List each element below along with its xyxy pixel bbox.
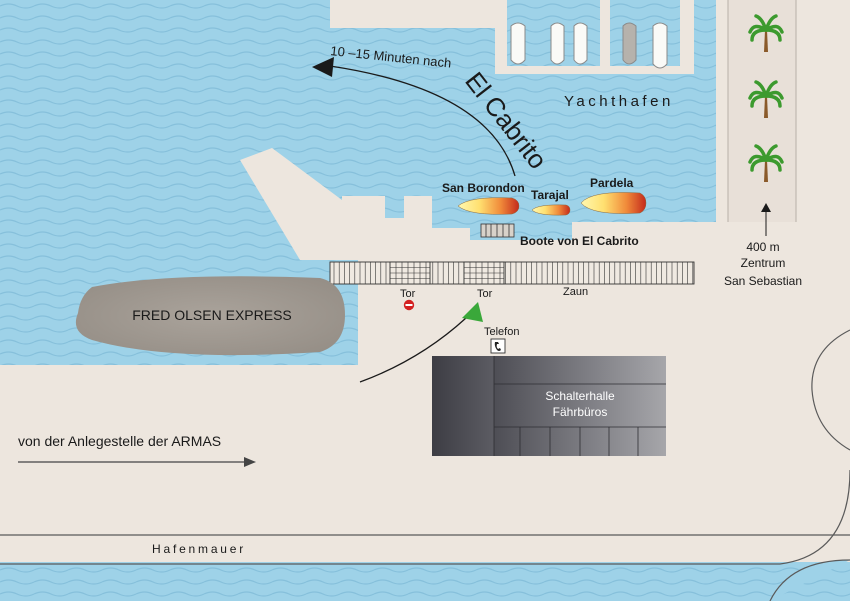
entrance-path <box>359 317 467 383</box>
armas-label: von der Anlegestelle der ARMAS <box>18 433 221 449</box>
ferry-fred-olsen[interactable] <box>75 276 345 356</box>
palm-tree-icon <box>748 144 784 182</box>
outer-water <box>0 565 850 601</box>
telephone-icon[interactable] <box>490 338 506 354</box>
gate-left[interactable] <box>389 261 431 285</box>
palm-tree-icon <box>748 80 784 118</box>
boat-tarajal <box>531 204 571 216</box>
center-label-line2: San Sebastian <box>724 274 802 288</box>
boat-san-borondon-label: San Borondon <box>442 181 525 195</box>
marina-piers <box>495 0 694 74</box>
no-entry-icon <box>403 299 415 311</box>
ticket-hall[interactable] <box>432 356 666 456</box>
boats-caption: Boote von El Cabrito <box>520 234 639 248</box>
boat-san-borondon <box>457 197 520 215</box>
gate-right-label: Tor <box>477 288 493 300</box>
road-strip <box>728 0 796 222</box>
route-arrowhead <box>312 57 334 77</box>
gate-right[interactable] <box>463 261 505 285</box>
center-direction-arrowhead <box>761 203 771 212</box>
fence <box>329 261 695 285</box>
phone-label: Telefon <box>484 326 519 338</box>
fence-label: Zaun <box>563 286 588 298</box>
arrow-up-icon <box>462 302 483 322</box>
gate-left-label: Tor <box>400 288 416 300</box>
palm-tree-icon <box>748 14 784 52</box>
boat-pier <box>480 223 515 238</box>
armas-arrowhead <box>244 457 256 467</box>
hall-label-line2: Fährbüros <box>553 405 608 419</box>
ferry-label: FRED OLSEN EXPRESS <box>132 307 292 323</box>
boat-pardela <box>580 192 647 214</box>
boat-pardela-label: Pardela <box>590 176 634 190</box>
yachts <box>510 22 668 69</box>
harbour-wall-label: Hafenmauer <box>152 542 246 556</box>
center-label-line1: Zentrum <box>741 256 786 270</box>
marina-label: Yachthafen <box>564 93 674 110</box>
boat-tarajal-label: Tarajal <box>531 188 569 202</box>
hall-label-line1: Schalterhalle <box>545 389 615 403</box>
center-distance-label: 400 m <box>746 240 779 254</box>
route-arrow-path <box>329 65 516 177</box>
